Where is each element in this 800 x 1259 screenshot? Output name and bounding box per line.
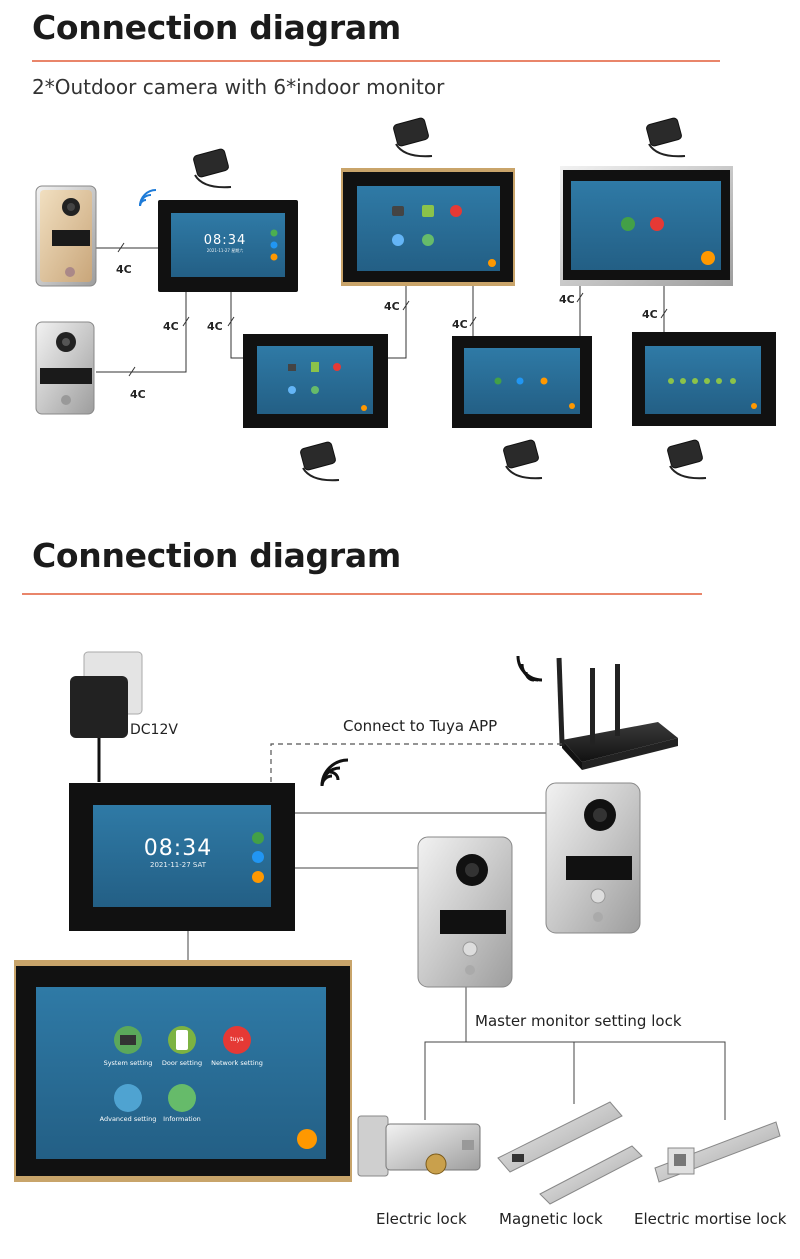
electric-lock-icon: [357, 1115, 481, 1177]
power-adapter-icon: [667, 439, 707, 480]
indoor-monitor-3: [560, 166, 733, 286]
tuya-dashed-link: [270, 743, 562, 782]
wire-label: 4C: [207, 320, 223, 333]
magnetic-lock-icon: [497, 1101, 643, 1205]
monitor1-time: 08:34: [203, 233, 247, 248]
wifi-icon-small: [139, 189, 157, 207]
main-monitor-clock: 08:34 2021-11-27 SAT: [118, 836, 238, 869]
menu-door-setting: Door setting: [161, 1059, 203, 1067]
main-monitor-time: 08:34: [143, 836, 213, 861]
section2-title: Connection diagram: [32, 536, 401, 575]
main-monitor-date: 2021-11-27 SAT: [150, 861, 206, 869]
section1-wires: [96, 242, 668, 377]
power-adapter-icon: [300, 441, 340, 482]
indoor-monitor-4: [243, 334, 388, 428]
lock-label-mortise: Electric mortise lock: [634, 1210, 787, 1228]
tuya-app-label: Connect to Tuya APP: [343, 717, 498, 735]
indoor-monitor-2: [341, 168, 515, 286]
wifi-icon-monitor: [320, 758, 349, 787]
section1-title-rule: [32, 60, 720, 62]
outdoor-camera-back: [545, 782, 641, 934]
lock-label-electric: Electric lock: [376, 1210, 467, 1228]
router-icon: [556, 657, 678, 770]
wire-label: 4C: [452, 318, 468, 331]
menu-system-setting: System setting: [103, 1059, 153, 1067]
power-label: DC12V: [130, 722, 178, 738]
section2-title-rule: [22, 593, 702, 595]
indoor-monitor-5: [452, 336, 592, 428]
wire-label: 4C: [642, 308, 658, 321]
section2-wires: [187, 812, 726, 1120]
outdoor-camera-silver: [35, 321, 95, 415]
section1-subtitle: 2*Outdoor camera with 6*indoor monitor: [32, 75, 445, 99]
outdoor-camera-front: [417, 836, 513, 988]
monitor1-date: 2021-11-27 星期六: [206, 248, 244, 253]
wifi-icon-router: [516, 655, 543, 682]
power-adapter-icon: [503, 439, 543, 480]
electric-mortise-lock-icon: [654, 1121, 781, 1183]
menu-advanced-setting: Advanced setting: [99, 1115, 157, 1123]
wire-label: 4C: [384, 300, 400, 313]
lock-label-magnetic: Magnetic lock: [499, 1210, 603, 1228]
menu-network-setting: Network setting: [211, 1059, 263, 1067]
indoor-monitor-1: [158, 200, 298, 292]
wall-socket-adapter-icon: [70, 651, 143, 782]
indoor-monitor-6: [632, 332, 776, 426]
wire-label: 4C: [130, 388, 146, 401]
power-adapter-icon: [393, 117, 433, 158]
main-indoor-monitor: [69, 783, 295, 931]
menu-information: Information: [163, 1115, 201, 1123]
tuya-logo: tuya: [230, 1036, 244, 1043]
wire-label: 4C: [116, 263, 132, 276]
monitor1-clock: 08:34 2021-11-27 星期六: [190, 233, 260, 254]
wire-label: 4C: [559, 293, 575, 306]
menu-indoor-monitor: [14, 960, 352, 1182]
section1-title: Connection diagram: [32, 8, 401, 47]
lock-setting-label: Master monitor setting lock: [475, 1012, 682, 1030]
outdoor-camera-gold: [35, 185, 97, 287]
wire-label: 4C: [163, 320, 179, 333]
power-adapter-icon: [646, 117, 686, 158]
power-adapter-icon: [193, 148, 232, 189]
